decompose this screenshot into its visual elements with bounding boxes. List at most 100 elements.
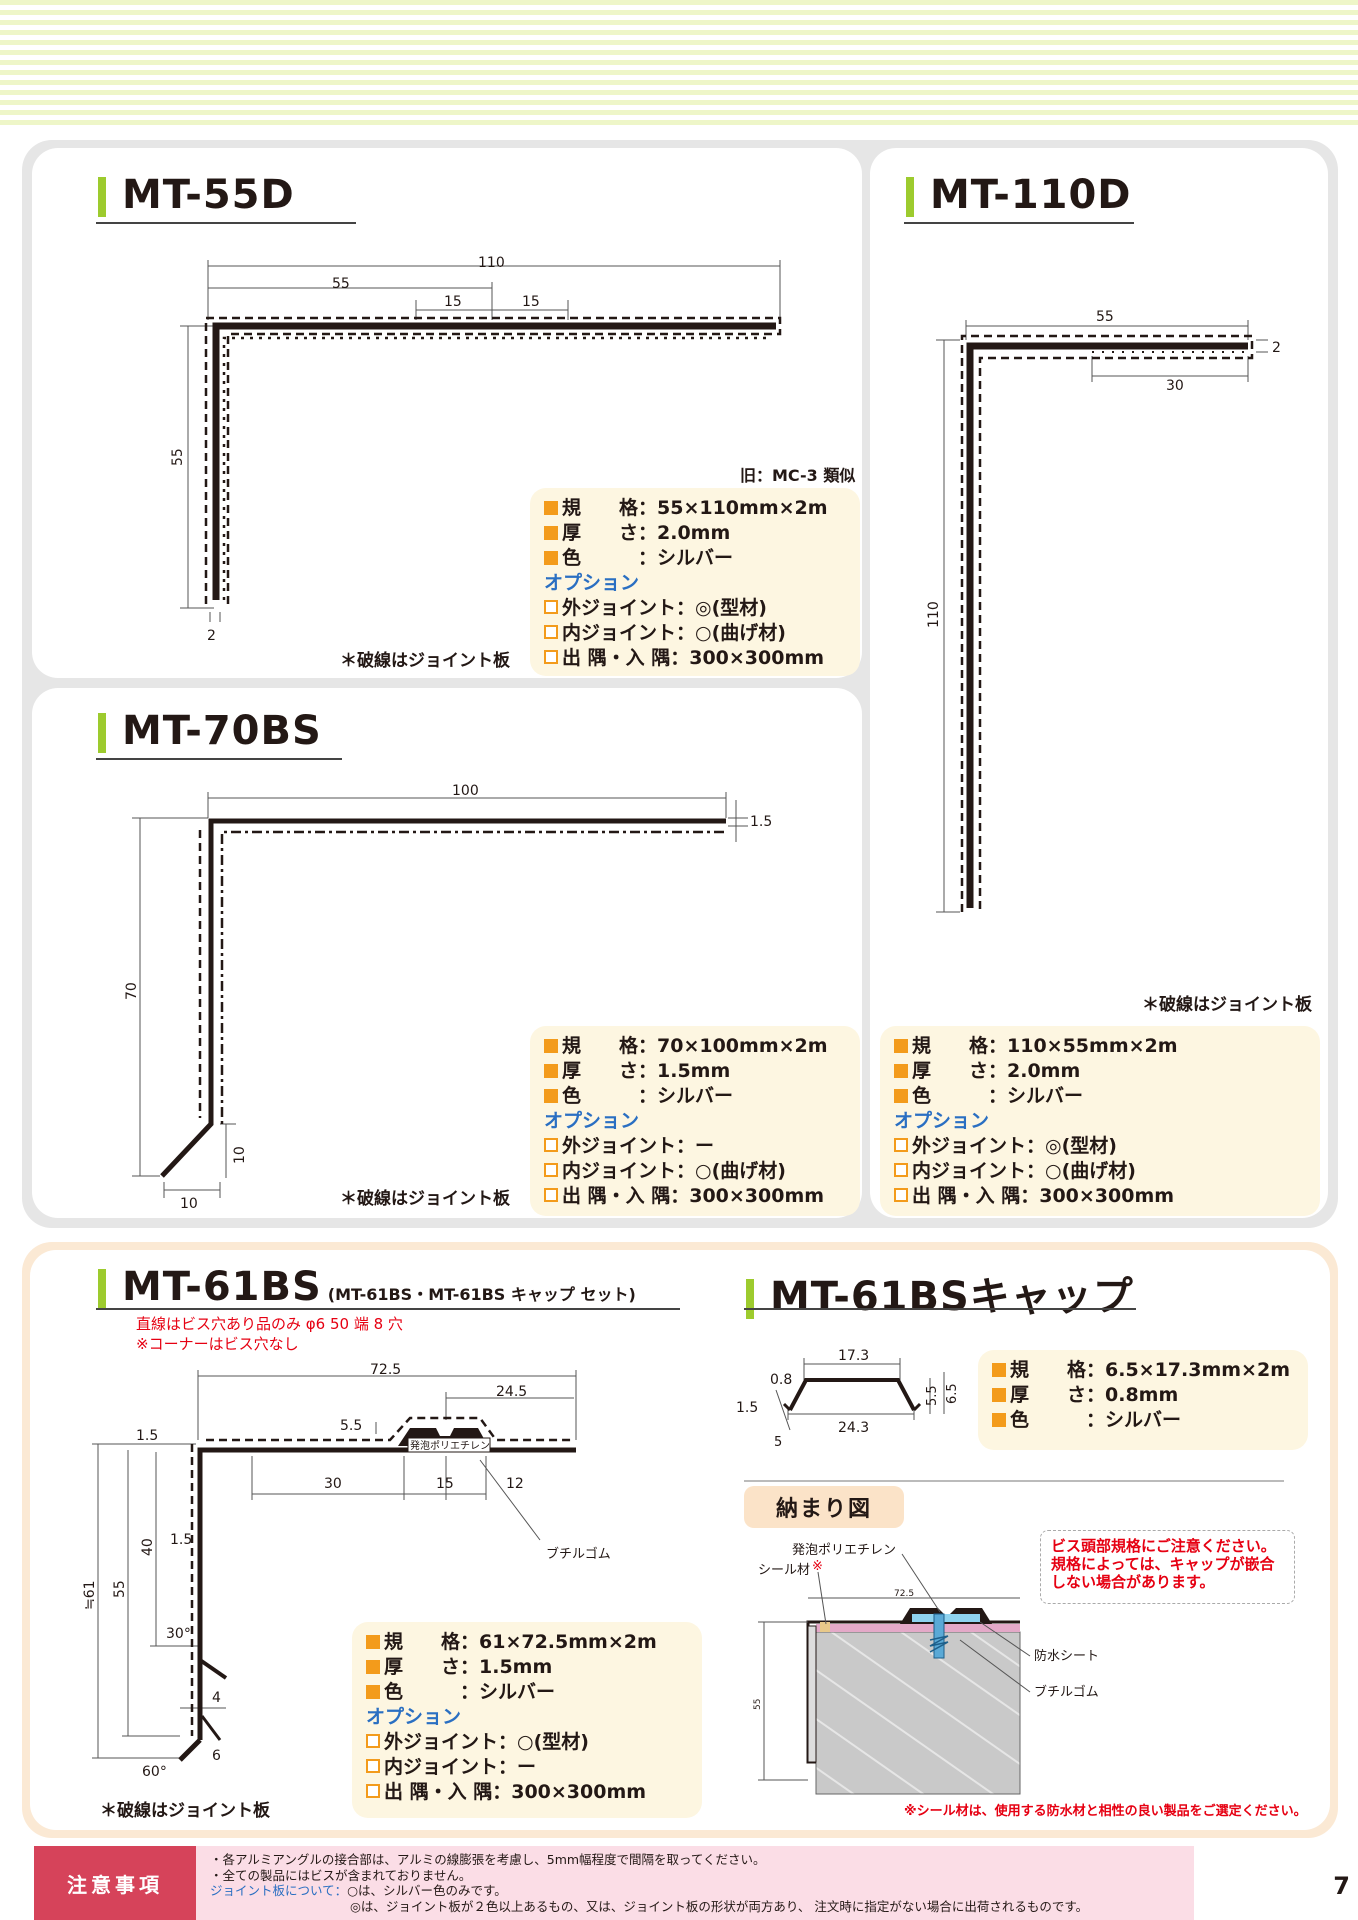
install-warning: ビス頭部規格にご注意ください。 規格によっては、キャップが嵌合 しない場合があり… — [1040, 1530, 1295, 1604]
mt55d-spec-inner-joint: 内ジョイント：○(曲げ材) — [544, 621, 846, 646]
mt61bs-spec-inner-joint: 内ジョイント：ー — [366, 1755, 688, 1780]
install-foam-label: 発泡ポリエチレン — [792, 1543, 896, 1558]
orange-square-icon — [894, 1064, 908, 1078]
install-dim-55: 55 — [753, 1699, 763, 1710]
mt61bs-dim-6: 6 — [212, 1748, 221, 1764]
caution-line-1: ・各アルミアングルの接合部は、アルミの線膨張を考慮し、5mm幅程度で間隔を取って… — [210, 1852, 766, 1867]
mt61bs-red-note-1: 直線はビス穴あり品のみ φ6 50 端 8 穴 — [136, 1315, 403, 1333]
mt61bs-joint-note: ＊破線はジョイント板 — [100, 1801, 270, 1821]
mt61bs-spec-size: 規 格：61×72.5mm×2m — [366, 1630, 688, 1655]
mt110d-spec-corner: 出 隅・入 隅：300×300mm — [894, 1184, 1306, 1209]
mt70bs-spec-box: 規 格：70×100mm×2m 厚 さ：1.5mm 色 ：シルバー オプション … — [530, 1026, 860, 1216]
mt61bs-dim-61: ≒61 — [82, 1580, 98, 1610]
mt61bs-spec-corner: 出 隅・入 隅：300×300mm — [366, 1780, 688, 1805]
mt70bs-dim-100: 100 — [452, 783, 479, 799]
mt110d-dim-110: 110 — [926, 601, 942, 628]
mt70bs-dim-10-h: 10 — [180, 1196, 198, 1212]
mt61bs-dim-1-5-a: 1.5 — [136, 1428, 158, 1444]
orange-outline-square-icon — [544, 650, 558, 664]
mt55d-dim-110: 110 — [478, 255, 505, 271]
mt61bs-spec-option: オプション — [366, 1706, 462, 1728]
install-divider — [744, 1480, 1284, 1482]
cap-dim-24-3: 24.3 — [838, 1420, 869, 1436]
install-seal-mark: ※ — [812, 1559, 823, 1574]
mt110d-spec-size: 規 格：110×55mm×2m — [894, 1034, 1306, 1059]
header-stripes — [0, 0, 1358, 128]
mt110d-dim-55: 55 — [1096, 309, 1114, 325]
orange-outline-square-icon — [366, 1734, 380, 1748]
page-number: 7 — [1333, 1872, 1350, 1900]
orange-outline-square-icon — [366, 1759, 380, 1773]
orange-square-icon — [544, 1039, 558, 1053]
cap-title: MT-61BSキャップ — [746, 1264, 1134, 1322]
mt61bs-dim-15: 15 — [436, 1476, 454, 1492]
orange-square-icon — [894, 1039, 908, 1053]
mt61bs-angle-60: 60° — [142, 1764, 167, 1780]
install-warning-line-3: しない場合があります。 — [1051, 1573, 1215, 1591]
mt70bs-title: MT-70BS — [98, 708, 322, 754]
install-warning-line-1: ビス頭部規格にご注意ください。 — [1051, 1537, 1276, 1555]
mt55d-dim-55-side: 55 — [170, 448, 186, 466]
mt55d-spec-size: 規 格：55×110mm×2m — [544, 496, 846, 521]
mt70bs-spec-corner: 出 隅・入 隅：300×300mm — [544, 1184, 846, 1209]
mt61bs-spec-thickness: 厚 さ：1.5mm — [366, 1655, 688, 1680]
orange-square-icon — [992, 1363, 1006, 1377]
mt70bs-spec-color: 色 ：シルバー — [544, 1084, 846, 1109]
caution-line-4: ◎は、ジョイント板が２色以上あるもの、又は、ジョイント板の形状が両方あり、 注文… — [350, 1898, 1089, 1914]
orange-outline-square-icon — [544, 600, 558, 614]
mt61bs-foam-label: 発泡ポリエチレン — [410, 1439, 490, 1452]
caution-bar — [34, 1846, 1194, 1920]
mt110d-spec-inner-joint: 内ジョイント：○(曲げ材) — [894, 1159, 1306, 1184]
cap-dim-17-3: 17.3 — [838, 1348, 869, 1364]
mt70bs-joint-note: ＊破線はジョイント板 — [340, 1189, 510, 1209]
mt55d-spec-color: 色 ：シルバー — [544, 546, 846, 571]
cap-spec-box: 規 格：6.5×17.3mm×2m 厚 さ：0.8mm 色 ：シルバー — [978, 1350, 1308, 1450]
cap-dim-6-5: 6.5 — [945, 1383, 960, 1404]
mt70bs-dim-1-5: 1.5 — [750, 814, 772, 830]
mt70bs-spec-option: オプション — [544, 1110, 640, 1132]
orange-square-icon — [366, 1660, 380, 1674]
cap-spec-size: 規 格：6.5×17.3mm×2m — [992, 1358, 1294, 1383]
install-title: 納まり図 — [744, 1486, 904, 1528]
mt55d-spec-option: オプション — [544, 572, 640, 594]
mt110d-spec-option: オプション — [894, 1110, 990, 1132]
mt61bs-dim-55: 55 — [112, 1580, 128, 1598]
cap-dim-1-5: 1.5 — [736, 1400, 758, 1416]
mt110d-spec-thickness: 厚 さ：2.0mm — [894, 1059, 1306, 1084]
caution-joint-label: ジョイント板について： — [210, 1883, 348, 1898]
install-dim-72-5: 72.5 — [894, 1589, 914, 1599]
cap-dim-5: 5 — [774, 1435, 782, 1450]
caution-text: ・各アルミアングルの接合部は、アルミの線膨張を考慮し、5mm幅程度で間隔を取って… — [210, 1852, 1088, 1914]
mt61bs-angle-30: 30° — [166, 1626, 191, 1642]
orange-square-icon — [544, 526, 558, 540]
mt55d-title-rule — [96, 222, 356, 224]
caution-label: 注意事項 — [34, 1846, 196, 1920]
orange-square-icon — [544, 1064, 558, 1078]
mt55d-title: MT-55D — [98, 172, 295, 218]
mt55d-spec-outer-joint: 外ジョイント：◎(型材) — [544, 596, 846, 621]
caution-line-2: ・全ての製品にはビスが含まれておりません。 — [210, 1867, 472, 1883]
mt55d-old-note: 旧：MC-3 類似 — [740, 466, 856, 485]
mt55d-spec-thickness: 厚 さ：2.0mm — [544, 521, 846, 546]
mt61bs-red-note-2: ※コーナーはビス穴なし — [136, 1335, 299, 1353]
mt61bs-dim-30: 30 — [324, 1476, 342, 1492]
mt61bs-butyl-label: ブチルゴム — [546, 1546, 611, 1562]
mt70bs-dim-70: 70 — [124, 982, 140, 1000]
orange-square-icon — [366, 1685, 380, 1699]
orange-outline-square-icon — [894, 1138, 908, 1152]
orange-outline-square-icon — [894, 1188, 908, 1202]
mt55d-dim-2: 2 — [207, 628, 216, 644]
mt61bs-dim-24-5: 24.5 — [496, 1384, 527, 1400]
install-waterproof-label: 防水シート — [1034, 1648, 1099, 1664]
mt55d-dim-15b: 15 — [522, 294, 540, 310]
mt70bs-dim-10-v: 10 — [232, 1146, 248, 1164]
caution-line-3: ジョイント板について：○は、シルバー色のみです。 — [210, 1883, 1088, 1899]
mt61bs-dim-1-5-b: 1.5 — [170, 1532, 192, 1548]
orange-square-icon — [992, 1413, 1006, 1427]
